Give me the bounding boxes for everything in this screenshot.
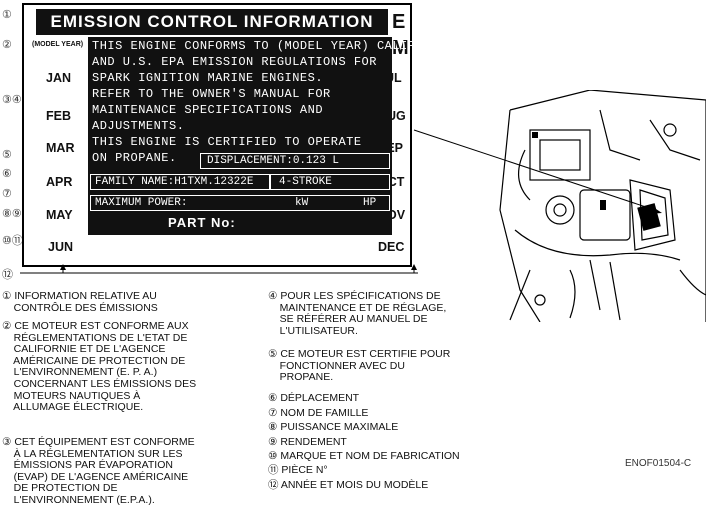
month-dec: DEC — [378, 240, 405, 254]
label-line-8: ON PROPANE. — [92, 151, 177, 165]
legend-item-9: ⑨ RENDEMENT — [268, 436, 347, 448]
stroke-box: 4-STROKE — [270, 174, 390, 190]
legend-item-10: ⑩ MARQUE ET NOM DE FABRICATION — [268, 450, 460, 462]
callout-6: ⑥ — [2, 168, 12, 180]
kw-unit: kW — [295, 197, 309, 209]
month-feb: FEB — [46, 109, 71, 123]
callout-2: ② — [2, 39, 12, 51]
callout-8-9: ⑧⑨ — [2, 208, 22, 220]
month-jun: JUN — [48, 240, 74, 254]
part-no: PART No: — [168, 215, 236, 230]
legend-item-5: ⑤ CE MOTEUR EST CERTIFIE POUR FONCTIONNE… — [268, 348, 451, 384]
callout-10-11: ⑩⑪ — [2, 235, 23, 247]
callout-12: ⑫ — [2, 269, 13, 281]
max-power-label: MAXIMUM POWER: — [95, 197, 188, 209]
legend-item-12: ⑫ ANNÉE ET MOIS DU MODÈLE — [268, 479, 429, 491]
legend-item-3: ③ CET ÉQUIPEMENT EST CONFORME À LA RÉGLE… — [2, 436, 195, 506]
displacement-box: DISPLACEMENT:0.123 L — [200, 153, 390, 169]
model-year-tag: (MODEL YEAR) — [32, 41, 84, 48]
legend-item-7: ⑦ NOM DE FAMILLE — [268, 407, 369, 419]
legend-item-6: ⑥ DÉPLACEMENT — [268, 392, 360, 404]
label-line-7: THIS ENGINE IS CERTIFIED TO OPERATE — [92, 135, 362, 149]
label-line-1: THIS ENGINE CONFORMS TO (MODEL YEAR) CAL… — [92, 39, 454, 53]
label-line-2: AND U.S. EPA EMISSION REGULATIONS FOR — [92, 55, 377, 69]
month-apr: APR — [46, 175, 73, 189]
callout-5: ⑤ — [2, 149, 12, 161]
figure-code: ENOF01504-C — [625, 458, 692, 469]
month-may: MAY — [46, 208, 73, 222]
emission-label: EMISSION CONTROL INFORMATION E M (MODEL … — [22, 3, 453, 267]
legend-item-11: ⑪ PIÈCE N° — [268, 464, 328, 476]
engine-illustration — [499, 90, 706, 322]
max-power-box: MAXIMUM POWER: kW HP — [90, 195, 390, 211]
label-line-4: REFER TO THE OWNER'S MANUAL FOR — [92, 87, 331, 101]
label-line-5: MAINTENANCE SPECIFICATIONS AND — [92, 103, 324, 117]
callout-1: ① — [2, 9, 12, 21]
hp-unit: HP — [363, 197, 377, 209]
month-mar: MAR — [46, 141, 75, 155]
legend-item-2: ② CE MOTEUR EST CONFORME AUX RÉGLEMENTAT… — [2, 320, 197, 414]
family-name-box: FAMILY NAME:H1TXM.12322E — [90, 174, 270, 190]
label-line-6: ADJUSTMENTS. — [92, 119, 185, 133]
callout-3-4: ③④ — [2, 94, 22, 106]
label-line-3: SPARK IGNITION MARINE ENGINES. — [92, 71, 324, 85]
month-jan: JAN — [46, 71, 72, 85]
label-text-block: THIS ENGINE CONFORMS TO (MODEL YEAR) CAL… — [88, 37, 453, 235]
label-em: E M — [392, 11, 413, 59]
legend-item-8: ⑧ PUISSANCE MAXIMALE — [268, 421, 399, 433]
legend-item-4: ④ POUR LES SPÉCIFICATIONS DE MAINTENANCE… — [268, 290, 447, 337]
label-title: EMISSION CONTROL INFORMATION — [36, 9, 388, 35]
callout-7: ⑦ — [2, 188, 12, 200]
legend-item-1: ① INFORMATION RELATIVE AU CONTRÔLE DES É… — [2, 290, 158, 314]
